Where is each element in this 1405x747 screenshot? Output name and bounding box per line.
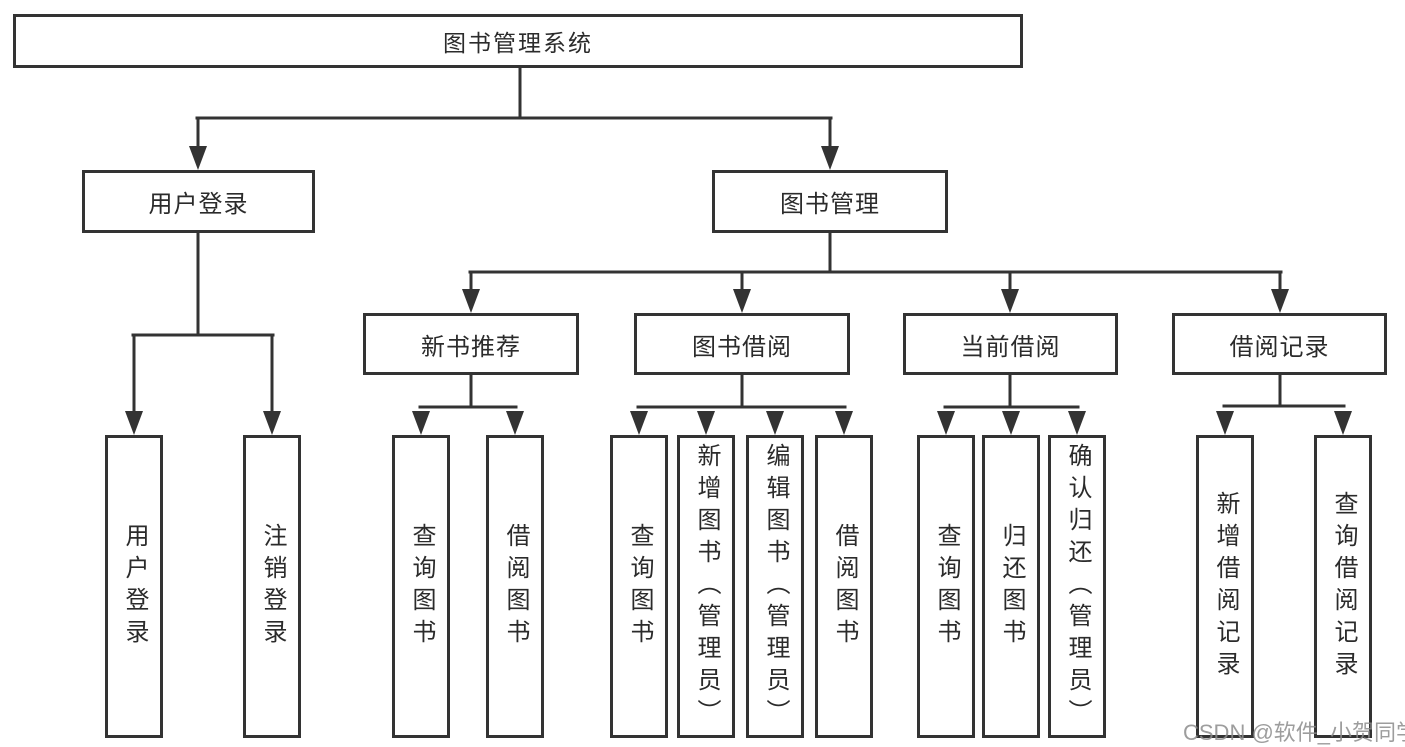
arrowhead-icon <box>412 411 430 435</box>
arrowhead-icon <box>630 411 648 435</box>
node-label: 当前借阅 <box>960 333 1061 361</box>
arrowhead-icon <box>125 411 143 435</box>
leaf-edit-book-admin: 编辑图书（管理员） <box>746 435 804 738</box>
node-label: 确认归还（管理员） <box>1064 442 1091 731</box>
node-label: 图书管理系统 <box>443 30 593 56</box>
arrowhead-icon <box>821 146 839 170</box>
arrowhead-icon <box>697 411 715 435</box>
leaf-borrow-book: 借阅图书 <box>815 435 873 738</box>
node-label: 注销登录 <box>259 522 286 651</box>
node-label: 查询图书 <box>408 522 435 651</box>
arrowhead-icon <box>835 411 853 435</box>
node-label: 借阅图书 <box>502 522 529 651</box>
node-label: 查询图书 <box>933 522 960 651</box>
csdn-watermark: CSDN @软件_小贺同学 <box>1183 720 1405 745</box>
leaf-query-book-current: 查询图书 <box>917 435 975 738</box>
node-book-borrow: 图书借阅 <box>634 313 850 375</box>
arrowhead-icon <box>1068 411 1086 435</box>
arrowhead-icon <box>1002 411 1020 435</box>
leaf-logout: 注销登录 <box>243 435 301 738</box>
arrowhead-icon <box>733 289 751 313</box>
arrowhead-icon <box>506 411 524 435</box>
node-label: 用户登录 <box>121 522 148 651</box>
arrowhead-icon <box>263 411 281 435</box>
arrowhead-icon <box>1271 289 1289 313</box>
arrowhead-icon <box>1334 411 1352 435</box>
node-root-library-system: 图书管理系统 <box>13 14 1023 68</box>
node-label: 用户登录 <box>148 191 249 218</box>
node-label: 新增借阅记录 <box>1212 490 1239 683</box>
node-new-book-recommend: 新书推荐 <box>363 313 579 375</box>
node-current-borrow: 当前借阅 <box>903 313 1118 375</box>
node-book-management: 图书管理 <box>712 170 948 233</box>
node-label: 借阅记录 <box>1229 333 1330 361</box>
leaf-return-book: 归还图书 <box>982 435 1040 738</box>
leaf-add-borrow-record: 新增借阅记录 <box>1196 435 1254 738</box>
node-label: 编辑图书（管理员） <box>762 442 789 731</box>
arrowhead-icon <box>1001 289 1019 313</box>
node-label: 图书管理 <box>780 191 880 218</box>
arrowhead-icon <box>462 289 480 313</box>
node-label: 新书推荐 <box>421 333 521 361</box>
arrowhead-icon <box>1216 411 1234 435</box>
leaf-confirm-return-admin: 确认归还（管理员） <box>1048 435 1106 738</box>
leaf-user-login: 用户登录 <box>105 435 163 738</box>
node-label: 归还图书 <box>998 522 1025 651</box>
node-label: 查询图书 <box>626 522 653 651</box>
leaf-query-book-borrow: 查询图书 <box>610 435 668 738</box>
leaf-query-borrow-record: 查询借阅记录 <box>1314 435 1372 738</box>
leaf-query-book-recommend: 查询图书 <box>392 435 450 738</box>
node-label: 借阅图书 <box>831 522 858 651</box>
node-borrow-record: 借阅记录 <box>1172 313 1387 375</box>
node-label: 新增图书（管理员） <box>693 442 720 731</box>
arrowhead-icon <box>766 411 784 435</box>
arrowhead-icon <box>937 411 955 435</box>
node-label: 图书借阅 <box>692 333 792 361</box>
arrowhead-icon <box>189 146 207 170</box>
node-user-login: 用户登录 <box>82 170 315 233</box>
leaf-add-book-admin: 新增图书（管理员） <box>677 435 735 738</box>
node-label: 查询借阅记录 <box>1330 490 1357 683</box>
leaf-borrow-book-recommend: 借阅图书 <box>486 435 544 738</box>
